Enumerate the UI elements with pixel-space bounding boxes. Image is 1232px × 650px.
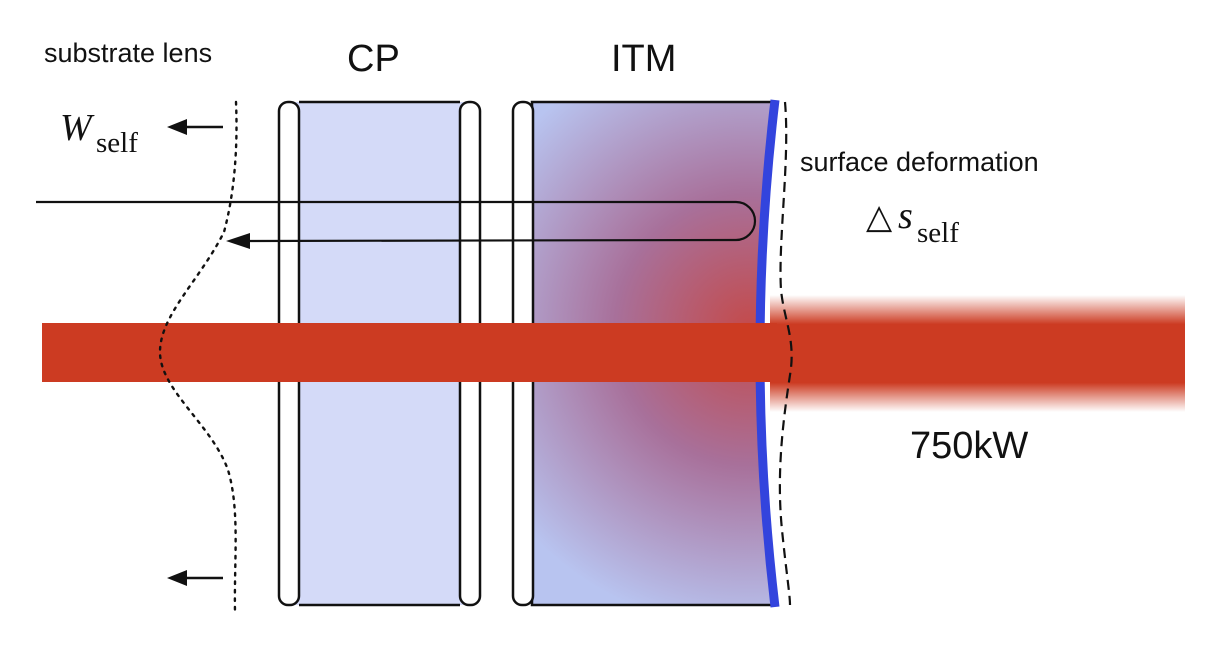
svg-text:self: self bbox=[917, 217, 959, 249]
surface-deformation-profile bbox=[778, 101, 793, 606]
power-label: 750kW bbox=[910, 425, 1028, 467]
bottom-left-arrow-icon bbox=[167, 570, 223, 586]
main-beam bbox=[42, 323, 777, 382]
svg-text:s: s bbox=[898, 195, 913, 237]
surface-deformation-label: surface deformation bbox=[800, 147, 1039, 177]
itm-label: ITM bbox=[611, 38, 676, 80]
delta-s-self-symbol: △ s self bbox=[866, 195, 959, 249]
cp-label: CP bbox=[347, 38, 400, 80]
svg-text:W: W bbox=[60, 107, 95, 149]
svg-text:△: △ bbox=[866, 199, 893, 236]
svg-text:self: self bbox=[96, 127, 138, 159]
w-self-symbol: W self bbox=[60, 107, 138, 159]
transmitted-beam bbox=[770, 295, 1185, 412]
probe-ray-path bbox=[36, 200, 757, 243]
probe-ray bbox=[36, 200, 757, 249]
substrate-lens-label: substrate lens bbox=[44, 38, 212, 68]
substrate-lens-wavefront bbox=[158, 100, 238, 614]
probe-ray-arrowhead bbox=[226, 233, 250, 249]
top-left-arrow-icon bbox=[167, 119, 223, 135]
